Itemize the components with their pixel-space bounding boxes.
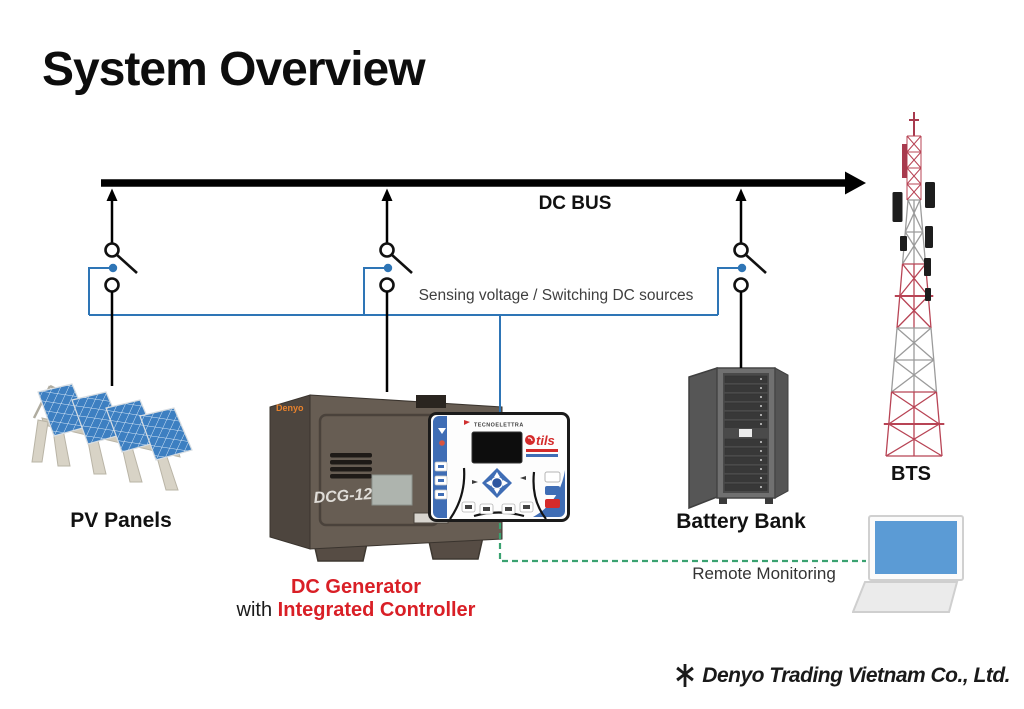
battery-modules	[724, 375, 768, 491]
pv-panels-label: PV Panels	[70, 509, 172, 532]
generator-caption: DC Generator with Integrated Controller	[206, 576, 506, 622]
generator-vents	[330, 453, 372, 479]
sensing-tap-dots	[108, 263, 747, 273]
generator-brand-text: Denyo	[276, 403, 304, 413]
remote-monitoring-label: Remote Monitoring	[692, 564, 836, 583]
pv-modules	[37, 383, 193, 461]
bts-label: BTS	[891, 463, 931, 485]
generator-caption-line1: DC Generator	[290, 576, 422, 598]
svg-text:tils: tils	[536, 433, 555, 448]
battery-bank-image	[688, 366, 789, 510]
controller-screen	[471, 431, 523, 464]
right-button-red	[545, 499, 560, 508]
integrated-controller-image: TECNOELETTRA tils	[428, 412, 570, 522]
page-title: System Overview	[42, 43, 426, 96]
tower-antennas	[892, 182, 935, 301]
tecnoelettra-mark-icon	[464, 420, 470, 425]
remote-monitoring-laptop-icon	[852, 515, 964, 613]
switch-icons	[104, 242, 767, 293]
down-arrow-icon	[438, 428, 446, 434]
generator-model-text: DCG-12	[313, 486, 373, 507]
company-logo: Denyo Trading Vietnam Co., Ltd.	[673, 663, 1010, 689]
sensing-caption: Sensing voltage / Switching DC sources	[418, 287, 694, 304]
tower-lattice	[883, 199, 945, 457]
up-arrow-icons	[106, 188, 747, 201]
controller-brand-text: TECNOELETTRA	[474, 423, 524, 429]
right-button-blue	[545, 486, 560, 495]
bts-tower-image	[883, 112, 945, 457]
pv-panels-image	[31, 383, 193, 491]
right-button-white	[544, 471, 561, 483]
device-drop-lines	[110, 291, 743, 392]
company-name: Denyo Trading Vietnam Co., Ltd.	[702, 664, 1010, 687]
battery-bank-label: Battery Bank	[676, 510, 806, 533]
remote-monitoring-link	[498, 523, 866, 563]
bus-arrow-icon	[845, 171, 866, 195]
dpad-control	[482, 468, 512, 498]
sensing-circuit	[88, 267, 738, 414]
alarm-led-icon	[439, 440, 445, 446]
tils-logo: tils	[525, 433, 558, 457]
generator-caption-prefix: with	[236, 599, 273, 621]
dc-bus-label: DC BUS	[538, 193, 612, 214]
generator-caption-highlight: Integrated Controller	[277, 599, 476, 621]
company-mark-icon	[676, 664, 695, 687]
feeder-stems	[110, 199, 743, 244]
